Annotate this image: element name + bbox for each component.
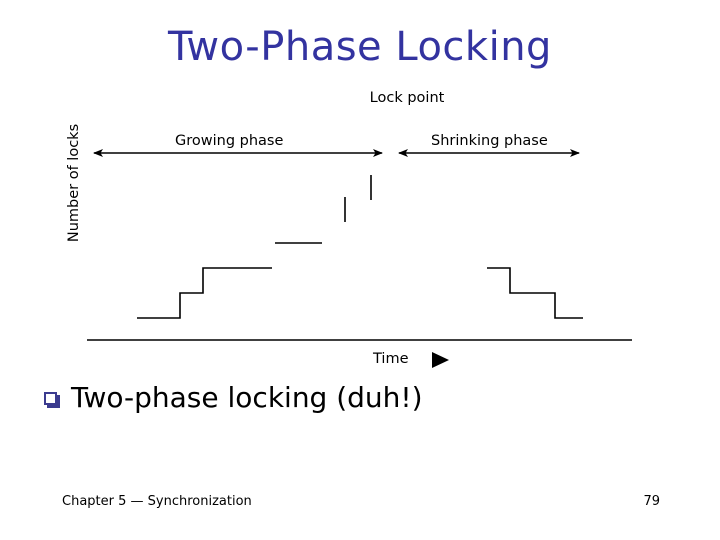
growing-phase-staircase [137,267,272,319]
bullet-list-item: Two-phase locking (duh!) [44,384,423,412]
two-phase-locking-diagram: Lock point Growing phase Shrinking phase… [66,90,632,368]
number-of-locks-axis-label: Number of locks [66,123,82,243]
diagram-svg [87,149,632,368]
lock-point-label: Lock point [369,90,445,106]
square-bullet-icon [44,391,57,405]
time-axis-label: Time [373,351,409,367]
footer-page-number: 79 [643,494,660,509]
shrinking-phase-label: Shrinking phase [431,133,548,149]
time-direction-arrow-icon [432,352,449,368]
footer-chapter-label: Chapter 5 — Synchronization [62,494,252,509]
slide-footer: Chapter 5 — Synchronization 79 [0,494,720,516]
growing-phase-label: Growing phase [175,133,284,149]
bullet-item-label: Two-phase locking (duh!) [71,381,423,414]
page-title: Two-Phase Locking [168,24,552,70]
shrinking-phase-staircase [487,267,583,319]
